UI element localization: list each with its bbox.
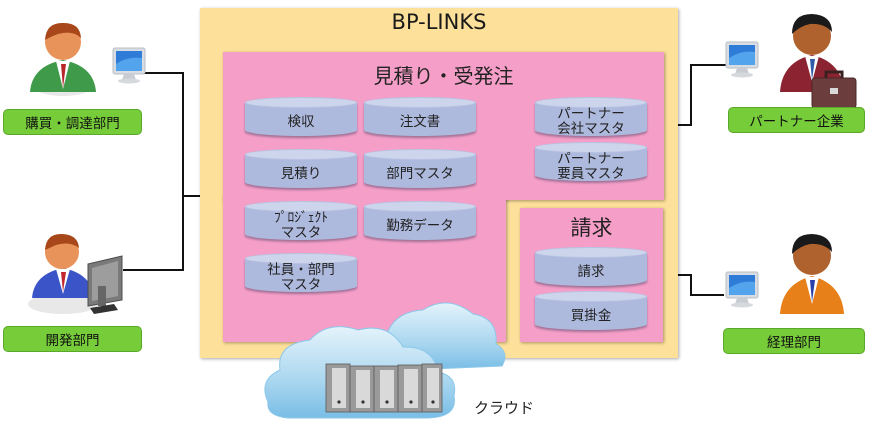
actor-label-procurement[interactable]: 購買・調達部門 (3, 109, 142, 135)
database-icon[interactable]: 買掛金 (535, 291, 647, 335)
database-label: パートナー会社マスタ (557, 106, 625, 137)
database-label: 請求 (577, 263, 605, 280)
database-label: 見積り (280, 165, 322, 182)
database-label: 買掛金 (570, 307, 612, 324)
database-label: 注文書 (399, 113, 441, 130)
connector-accounting-h2 (690, 294, 724, 296)
database-label: パートナー要員マスタ (557, 151, 625, 182)
cloud-label: クラウド (474, 399, 535, 417)
database-label: 検収 (287, 113, 315, 130)
user-green-icon (30, 22, 146, 96)
connector-left-vertical (182, 72, 184, 271)
connector-left-bottom (123, 269, 184, 271)
actor-label-accounting[interactable]: 経理部門 (723, 328, 865, 354)
user-blue-icon (28, 233, 123, 314)
database-label: 社員・部門マスタ (267, 262, 335, 293)
database-icon[interactable]: パートナー要員マスタ (535, 142, 647, 186)
database-icon[interactable]: パートナー会社マスタ (535, 97, 647, 141)
database-icon[interactable]: ﾌﾟﾛｼﾞｪｸﾄマスタ (245, 201, 357, 245)
connector-accounting-v (690, 274, 692, 296)
actor-label-development[interactable]: 開発部門 (3, 326, 142, 352)
database-label: ﾌﾟﾛｼﾞｪｸﾄマスタ (274, 210, 328, 241)
connector-partner-v (690, 64, 692, 126)
module-title: 見積り・受発注 (373, 64, 514, 88)
database-icon[interactable]: 勤務データ (364, 201, 476, 245)
database-icon[interactable]: 請求 (535, 247, 647, 291)
database-label: 勤務データ (386, 217, 454, 234)
database-icon[interactable]: 社員・部門マスタ (245, 253, 357, 297)
database-icon[interactable]: 見積り (245, 149, 357, 193)
actor-label-partner[interactable]: パートナー企業 (728, 107, 865, 133)
user-red-briefcase-icon (725, 14, 857, 109)
user-orange-icon (725, 234, 844, 314)
database-label: 部門マスタ (386, 165, 454, 182)
module-title: 請求 (570, 216, 613, 240)
connector-partner-h2 (690, 64, 726, 66)
database-icon[interactable]: 検収 (245, 97, 357, 141)
database-icon[interactable]: 部門マスタ (364, 149, 476, 193)
database-icon[interactable]: 注文書 (364, 97, 476, 141)
system-title: BP-LINKS (391, 10, 487, 34)
cloud-servers-icon (264, 302, 506, 419)
module-quote-order-join (223, 190, 664, 200)
connector-left-top (143, 72, 184, 74)
